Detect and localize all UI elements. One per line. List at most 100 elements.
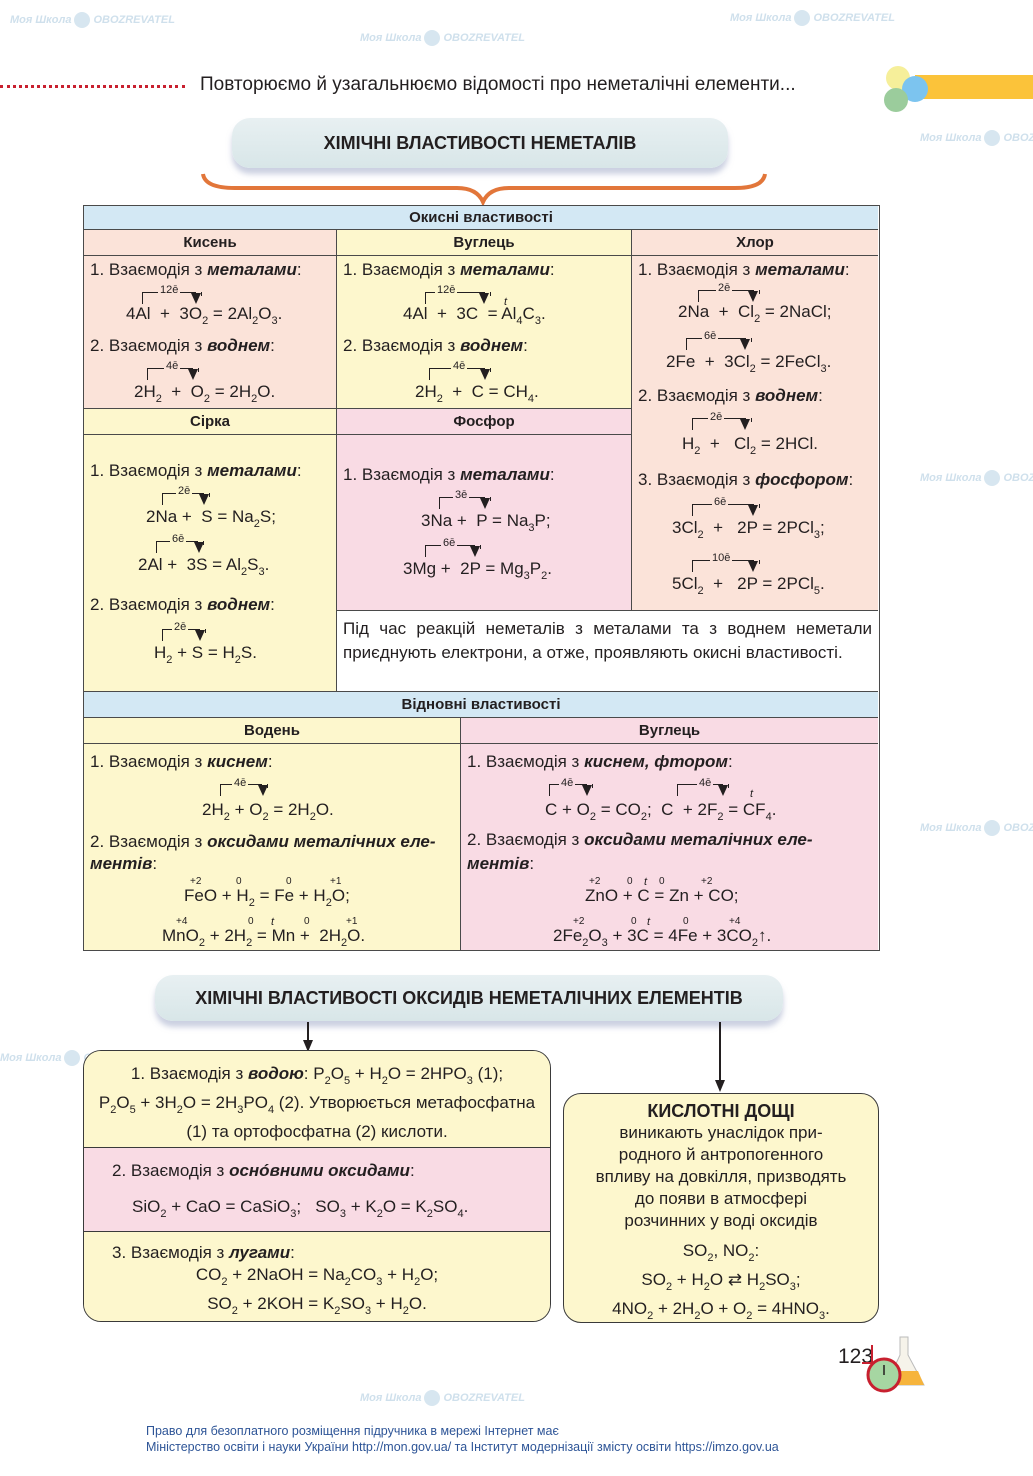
equation: FeO + H2 = Fe + H2O; (184, 886, 350, 909)
arrow-tip-icon (718, 785, 728, 796)
oxidation-state: 0 (659, 876, 665, 887)
acid-rain-line: розчинних у воді оксидів (624, 1211, 818, 1230)
arrow-tip-icon (195, 630, 205, 641)
molecule-icon (880, 60, 930, 115)
carbon-red-title: Вуглець (638, 722, 701, 739)
electron-count: 6ē (712, 496, 729, 508)
oxidation-state: +2 (190, 876, 202, 887)
oxides-properties-box: 1. Взаємодія з водою: P2O5 + H2O = 2HPO3… (83, 1050, 551, 1322)
carbon-ox-item2: 2. Взаємодія з воднем: (343, 336, 528, 355)
acid-rain-box: КИСЛОТНІ ДОЩІ виникають унаслідок при- р… (563, 1093, 879, 1323)
carbon-red-item1: 1. Взаємодія з киснем, фтором: (467, 752, 733, 771)
electron-count: 10ē (710, 552, 733, 564)
carbon-red-item2-cont: ментів: (467, 854, 535, 873)
curly-brace-icon (201, 173, 767, 206)
equation: 3Cl2 + 2P = 2PCl3; (672, 518, 825, 541)
oxidation-state: +2 (573, 916, 585, 927)
section-title-oxides: ХІМІЧНІ ВЛАСТИВОСТІ ОКСИДІВ НЕМЕТАЛІЧНИХ… (155, 975, 783, 1021)
chlorine-header: Хлор (632, 230, 878, 256)
arrow-tip-icon (748, 505, 758, 516)
phosphorus-item1: 1. Взаємодія з металами: (343, 465, 555, 484)
oxidizing-header-text: Окисні властивості (409, 209, 553, 226)
electron-count: 12ē (435, 284, 458, 296)
section-title-text: ХІМІЧНІ ВЛАСТИВОСТІ ОКСИДІВ НЕМЕТАЛІЧНИХ… (195, 987, 743, 1008)
equation: MnO2 + 2H2 = Mn + 2H2O. (162, 926, 366, 949)
chlorine-cell: 1. Взаємодія з металами: 2ē 2Na + Cl2 = … (632, 256, 878, 611)
sulfur-cell: 1. Взаємодія з металами: 2ē 2Na + S = Na… (84, 435, 337, 692)
oxides-item3: 3. Взаємодія з лугами: CO2 + 2NaOH = Na2… (84, 1232, 550, 1321)
equation: 2Al + 3S = Al2S3. (138, 555, 270, 578)
oxidation-state: 0 (683, 916, 689, 927)
sulfur-title: Сірка (189, 413, 230, 430)
electron-count: 6ē (702, 330, 719, 342)
oxidation-state: +1 (330, 876, 342, 887)
equation: 2H2 + O2 = 2H2O. (202, 800, 334, 823)
oxidation-state: 0 (248, 916, 254, 927)
hydrogen-item2: 2. Взаємодія з оксидами металічних еле- (90, 832, 436, 851)
equation: H2 + Cl2 = 2HCl. (682, 434, 819, 457)
acid-rain-line: впливу на довкілля, призводять (595, 1167, 847, 1186)
oxidation-state: 0 (286, 876, 292, 887)
electron-count: 4ē (451, 360, 468, 372)
oxidation-state: +2 (701, 876, 713, 887)
equation: 3Na + P = Na3P; (421, 511, 551, 534)
equation: 2H2 + C = CH4. (415, 382, 539, 405)
acid-rain-line: виникають унаслідок при- (619, 1123, 823, 1142)
electron-count: 12ē (158, 284, 181, 296)
properties-table: Окисні властивості Кисень 1. Взаємодія з… (83, 205, 880, 951)
arrow-tip-icon (582, 785, 592, 796)
electron-count: 4ē (697, 777, 714, 789)
section-title-nonmetals: ХІМІЧНІ ВЛАСТИВОСТІ НЕМЕТАЛІВ (232, 118, 728, 168)
section-title-text: ХІМІЧНІ ВЛАСТИВОСТІ НЕМЕТАЛІВ (323, 132, 637, 153)
temperature-mark: t (271, 916, 275, 928)
hydrogen-title: Водень (244, 722, 300, 739)
connector-line (307, 1022, 309, 1042)
chlorine-title: Хлор (736, 234, 774, 251)
oxidation-state: 0 (236, 876, 242, 887)
arrow-down-icon (303, 1040, 313, 1052)
arrow-down-icon (715, 1080, 725, 1092)
electron-count: 3ē (453, 489, 470, 501)
sulfur-item2: 2. Взаємодія з воднем: (90, 595, 275, 614)
acid-rain-line: до появи в атмосфері (634, 1189, 808, 1208)
equation: H2 + S = H2S. (154, 643, 257, 666)
acid-rain-oxides: SO2, NO2: (682, 1241, 760, 1264)
electron-count: 4ē (559, 777, 576, 789)
oxidizing-note: Під час реакцій неметалів з металами та … (337, 611, 878, 692)
hydrogen-cell: 1. Взаємодія з киснем: 4ē 2H2 + O2 = 2H2… (84, 744, 461, 950)
arrow-tip-icon (188, 369, 198, 380)
carbon-ox-cell: 1. Взаємодія з металами: 12ē t 4Al + 3C … (337, 256, 632, 409)
temperature-mark: t (504, 296, 508, 308)
footer-line: Право для безоплатного розміщення підруч… (146, 1424, 559, 1438)
arrow-tip-icon (480, 369, 490, 380)
arrow-tip-icon (748, 561, 758, 572)
acid-rain-equation: 4NO2 + 2H2O + O2 = 4HNO3. (612, 1299, 830, 1322)
note-text: Під час реакцій неметалів з металами та … (343, 619, 872, 662)
oxygen-cell: 1. Взаємодія з металами: 12ē 4Al + 3O2 =… (84, 256, 337, 409)
running-header: Повторюємо й узагальнюємо відомості про … (0, 74, 1033, 99)
oxidation-state: 0 (627, 876, 633, 887)
phosphorus-title: Фосфор (453, 413, 515, 430)
oxidation-state: 0 (631, 916, 637, 927)
arrow-tip-icon (194, 542, 204, 553)
phosphorus-cell: 1. Взаємодія з металами: 3ē 3Na + P = Na… (337, 435, 632, 611)
equation: 5Cl2 + 2P = 2PCl5. (672, 574, 825, 597)
acid-rain-equation: SO2 + H2O ⇄ H2SO3; (641, 1270, 801, 1293)
equation: 2H2 + O2 = 2H2O. (134, 382, 276, 405)
oxidizing-header: Окисні властивості (84, 206, 878, 230)
oxidation-state: 0 (304, 916, 310, 927)
acid-rain-line: родного й антропогенного (618, 1145, 824, 1164)
carbon-red-header: Вуглець (461, 718, 878, 744)
arrow-tip-icon (740, 419, 750, 430)
clock-flask-icon (862, 1336, 925, 1393)
dotted-line (0, 85, 185, 88)
sulfur-header: Сірка (84, 409, 337, 435)
temperature-mark: t (750, 788, 754, 800)
oxides-item2: 2. Взаємодія з оснóвними оксидами: SiO2 … (84, 1147, 550, 1232)
acid-rain-title: КИСЛОТНІ ДОЩІ (647, 1101, 795, 1121)
